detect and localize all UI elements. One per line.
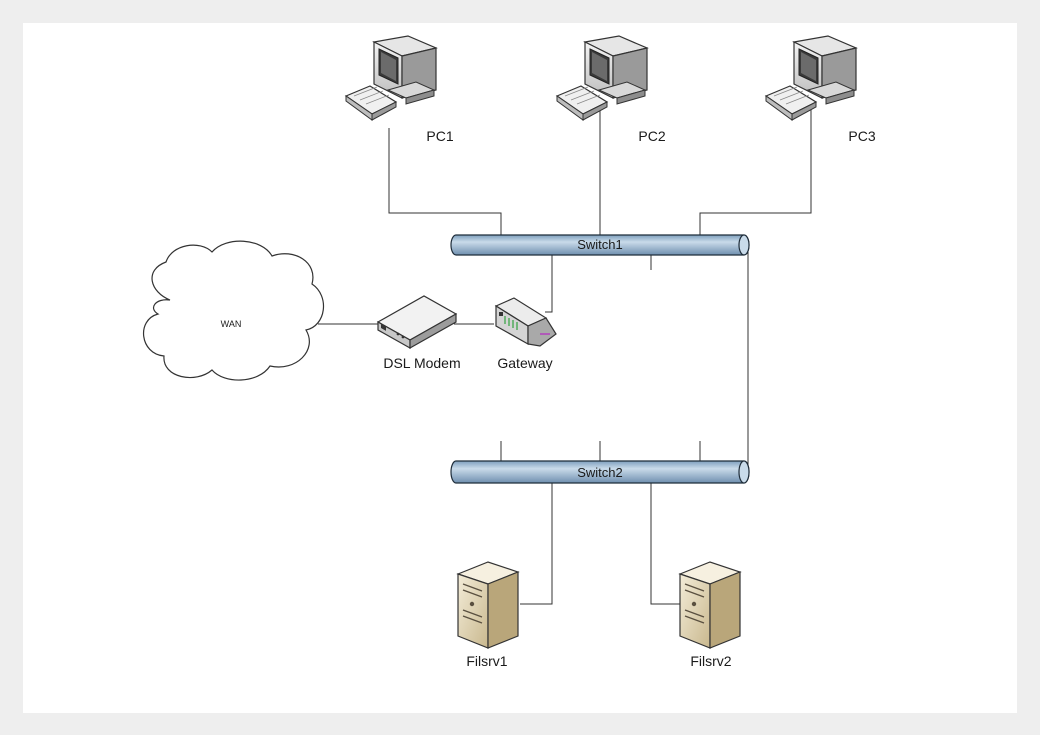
filsrv2-node[interactable]: Filsrv2 (679, 561, 741, 669)
cloud-icon (143, 240, 325, 381)
link-switch2-filsrv1 (520, 482, 553, 605)
link-switch1-gateway (545, 255, 553, 313)
pc2-label: PC2 (638, 128, 665, 144)
pc2-node[interactable]: PC2 (556, 35, 666, 144)
dsl-modem-icon (376, 295, 458, 350)
pc1-label: PC1 (426, 128, 453, 144)
link-switch2-filsrv2 (650, 482, 680, 605)
switch1-label: Switch1 (577, 237, 623, 252)
pc3-node[interactable]: PC3 (765, 35, 876, 144)
wan-node[interactable]: WAN (143, 240, 325, 381)
server-tower-icon (679, 561, 741, 649)
router-icon (494, 297, 557, 347)
gateway-label: Gateway (497, 355, 552, 371)
switch2-label: Switch2 (577, 465, 623, 480)
switch2-bus[interactable]: Switch2 (450, 460, 750, 484)
filsrv1-node[interactable]: Filsrv1 (457, 561, 519, 669)
link-pc1-switch1 (388, 128, 502, 235)
wan-label: WAN (221, 319, 242, 329)
dsl-modem-node[interactable]: DSL Modem (376, 295, 461, 371)
filsrv2-label: Filsrv2 (690, 653, 731, 669)
pc3-label: PC3 (848, 128, 875, 144)
dsl-modem-label: DSL Modem (383, 355, 460, 371)
server-tower-icon (457, 561, 519, 649)
gateway-node[interactable]: Gateway (494, 297, 557, 371)
switch1-bus[interactable]: Switch1 (450, 234, 750, 256)
pc1-node[interactable]: PC1 (345, 35, 454, 144)
filsrv1-label: Filsrv1 (466, 653, 507, 669)
connection-lines (318, 102, 812, 605)
link-pc3-switch1 (699, 108, 812, 235)
